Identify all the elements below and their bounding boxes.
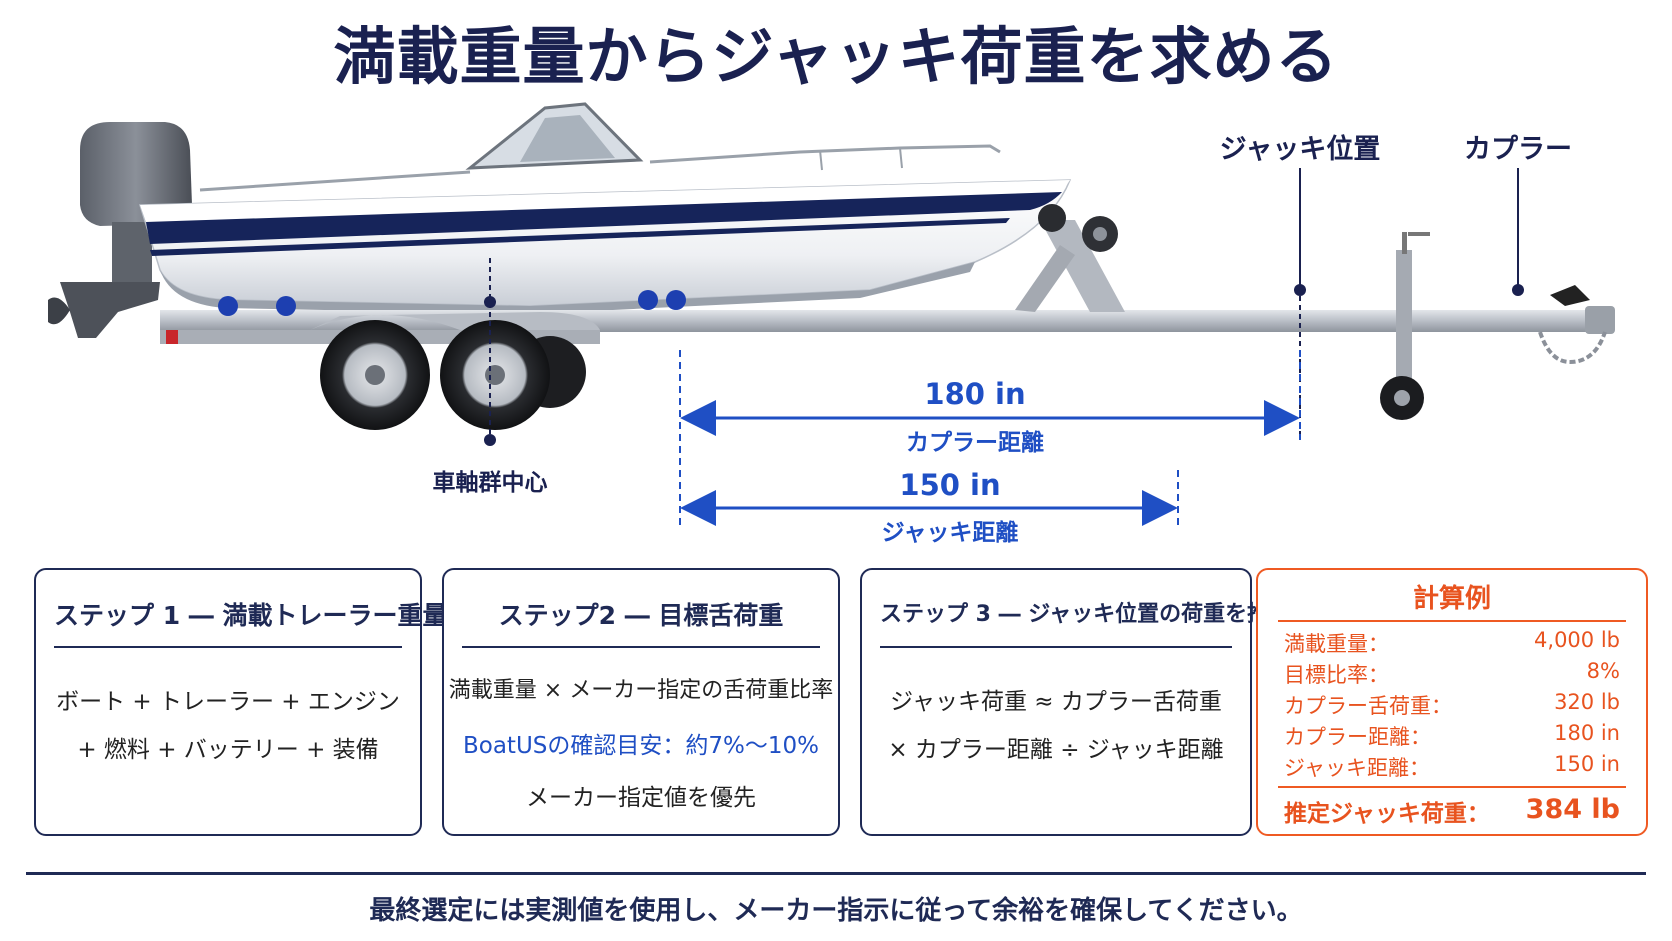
example-bottom-divider bbox=[1278, 786, 1626, 788]
example-top-divider bbox=[1278, 620, 1626, 622]
hull-rollers bbox=[218, 290, 686, 316]
example-row-value: 320 lb bbox=[1554, 690, 1620, 714]
example-total-label: 推定ジャッキ荷重： bbox=[1284, 801, 1490, 827]
example-total-value: 384 lb bbox=[1525, 794, 1620, 825]
step1-title: ステップ 1 ― 満載トレーラー重量 bbox=[54, 601, 448, 630]
step2-card: ステップ2 ― 目標舌荷重 満載重量 × メーカー指定の舌荷重比率 BoatUS… bbox=[442, 568, 840, 836]
example-row-label: 目標比率： bbox=[1284, 663, 1389, 687]
footer-divider bbox=[26, 872, 1646, 875]
step2-divider bbox=[462, 646, 820, 648]
step1-line1: ボート + トレーラー + エンジン bbox=[56, 689, 400, 715]
winch bbox=[1038, 204, 1118, 252]
example-row-label: 満載重量： bbox=[1284, 632, 1389, 656]
trailer-wheels bbox=[310, 312, 600, 430]
example-row: 目標比率： 8% bbox=[1284, 659, 1620, 689]
example-total-row: 推定ジャッキ荷重： 384 lb bbox=[1284, 794, 1620, 827]
example-title: 計算例 bbox=[1412, 584, 1491, 614]
example-row: ジャッキ距離： 150 in bbox=[1284, 752, 1620, 782]
coupler-label: カプラー bbox=[1464, 134, 1572, 165]
step2-title: ステップ2 ― 目標舌荷重 bbox=[498, 601, 784, 630]
example-row-value: 150 in bbox=[1554, 752, 1620, 776]
jack-position-label: ジャッキ位置 bbox=[1220, 133, 1381, 165]
step1-divider bbox=[54, 646, 402, 648]
axle-center-marker bbox=[484, 258, 496, 446]
example-row: カプラー舌荷重： 320 lb bbox=[1284, 690, 1620, 720]
example-row-label: カプラー距離： bbox=[1284, 725, 1431, 749]
step2-line3: メーカー指定値を優先 bbox=[526, 785, 756, 811]
example-row-value: 8% bbox=[1586, 659, 1620, 683]
boat-hull bbox=[138, 179, 1072, 314]
step2-line1: 満載重量 × メーカー指定の舌荷重比率 bbox=[448, 678, 834, 703]
step2-line2: BoatUSの確認目安：約7%～10% bbox=[462, 733, 819, 759]
example-row: 満載重量： 4,000 lb bbox=[1284, 628, 1620, 658]
step3-title: ステップ 3 ― ジャッキ位置の荷重を推定 bbox=[880, 602, 1292, 627]
jack-distance-label: ジャッキ距離 bbox=[882, 519, 1019, 546]
footer-note: 最終選定には実測値を使用し、メーカー指示に従って余裕を確保してください。 bbox=[369, 896, 1303, 926]
coupler-distance-value: 180 in bbox=[924, 377, 1025, 411]
step3-card: ステップ 3 ― ジャッキ位置の荷重を推定 ジャッキ荷重 ≈ カプラー舌荷重 ×… bbox=[860, 568, 1292, 836]
windshield bbox=[199, 102, 1001, 192]
axle-center-label: 車軸群中心 bbox=[433, 469, 548, 496]
coupler-distance-label: カプラー距離 bbox=[906, 429, 1044, 456]
boat-trailer-diagram: 車軸群中心 ジャッキ位置 カプラー 180 in カプラー距離 150 in ジ… bbox=[48, 102, 1615, 546]
example-row-value: 180 in bbox=[1554, 721, 1620, 745]
example-row-label: ジャッキ距離： bbox=[1284, 756, 1430, 780]
example-card: 計算例 満載重量： 4,000 lb 目標比率： 8% カプラー舌荷重： 320… bbox=[1256, 568, 1648, 836]
example-row: カプラー距離： 180 in bbox=[1284, 721, 1620, 751]
page-title: 満載重量からジャッキ荷重を求める bbox=[333, 20, 1339, 93]
tongue-jack bbox=[1380, 232, 1430, 420]
example-row-label: カプラー舌荷重： bbox=[1284, 694, 1452, 718]
example-row-value: 4,000 lb bbox=[1534, 628, 1620, 652]
step1-line2: + 燃料 + バッテリー + 装備 bbox=[77, 737, 379, 763]
coupler-marker bbox=[1512, 168, 1524, 296]
jack-distance-value: 150 in bbox=[899, 468, 1000, 502]
step1-card: ステップ 1 ― 満載トレーラー重量 ボート + トレーラー + エンジン + … bbox=[34, 568, 448, 836]
step3-divider bbox=[880, 646, 1232, 648]
step3-line2: × カプラー距離 ÷ ジャッキ距離 bbox=[888, 737, 1224, 763]
step3-line1: ジャッキ荷重 ≈ カプラー舌荷重 bbox=[890, 689, 1222, 715]
